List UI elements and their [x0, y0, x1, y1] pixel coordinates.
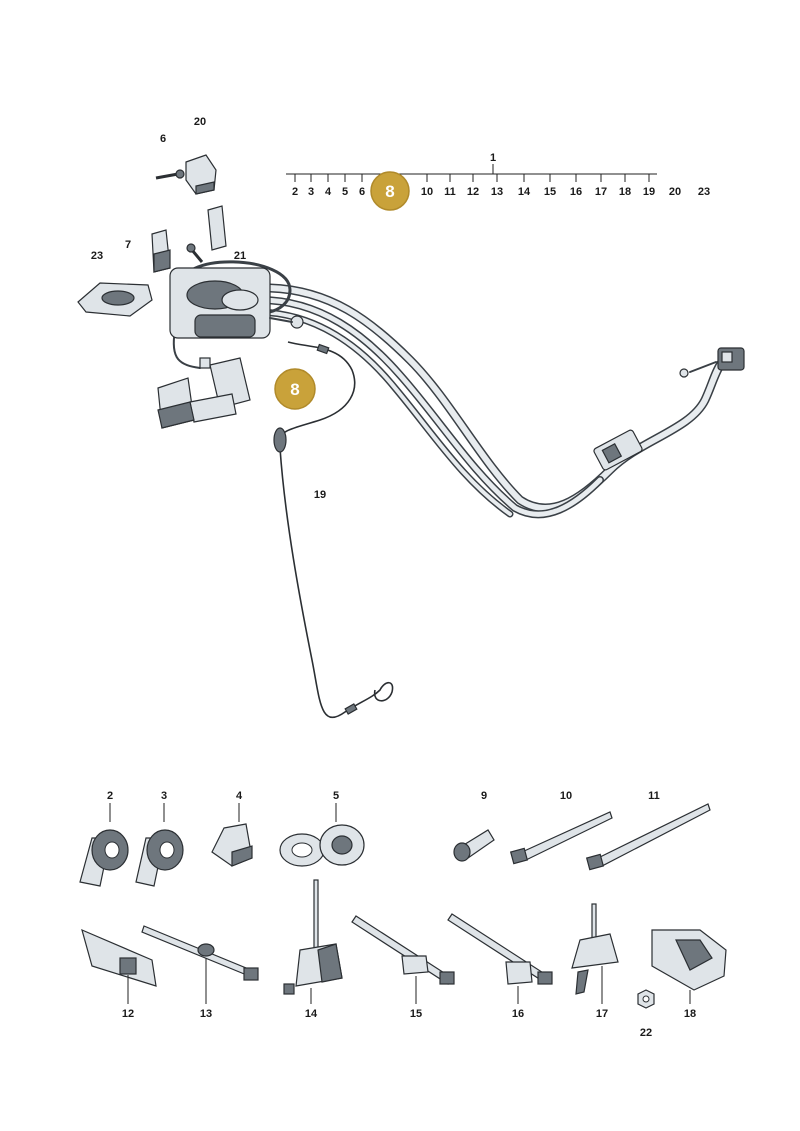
scale-number: 15 — [544, 186, 556, 198]
part-4-clip: 4 — [211, 790, 253, 867]
part-10-cable-tie: 10 — [509, 790, 613, 865]
part-2-tape: 2 — [79, 790, 129, 887]
bowden-cable-19 — [273, 341, 394, 719]
part-14-label: 14 — [305, 1008, 318, 1020]
scale-number: 11 — [444, 186, 456, 198]
scale-number: 12 — [467, 186, 479, 198]
part-11-label: 11 — [648, 790, 660, 802]
part-15-label: 15 — [410, 1008, 422, 1020]
scale-number: 4 — [325, 186, 332, 198]
part-3-label: 3 — [161, 790, 167, 802]
parts-row-1: 2 3 4 5 9 — [79, 790, 711, 887]
part-5-grommet: 5 — [279, 790, 365, 867]
lock-module — [169, 267, 304, 339]
scale-number: 13 — [491, 186, 503, 198]
part-2-label: 2 — [107, 790, 113, 802]
callout-20: 20 — [194, 116, 206, 128]
cap-20 — [185, 154, 217, 195]
part-3-tape: 3 — [135, 790, 184, 887]
scale-number: 16 — [570, 186, 582, 198]
part-4-label: 4 — [236, 790, 243, 802]
part-22-label: 22 — [640, 1027, 652, 1039]
part-13-label: 13 — [200, 1008, 212, 1020]
connector-right — [679, 347, 745, 378]
scale-badge: 8 — [370, 171, 410, 211]
part-9-screw: 9 — [453, 790, 495, 862]
scale-number: 5 — [342, 186, 348, 198]
bracket-23 — [77, 282, 153, 317]
part-15-tie: 15 — [351, 915, 455, 1020]
scale-number: 23 — [698, 186, 710, 198]
part-17-holder: 17 — [571, 903, 619, 1020]
callout-21: 21 — [234, 250, 246, 262]
scale-number: 10 — [421, 186, 433, 198]
screw-6 — [155, 169, 185, 180]
parts-row-2: 12 13 14 15 — [81, 879, 727, 1039]
part-9-label: 9 — [481, 790, 487, 802]
main-harness-drawing: 8 6 20 7 23 21 19 — [77, 116, 745, 719]
scale-number: 20 — [669, 186, 681, 198]
diagram-badge: 8 — [274, 368, 316, 410]
connector-mid — [593, 429, 643, 471]
scale-number: 3 — [308, 186, 314, 198]
callout-19: 19 — [314, 489, 326, 501]
part-12-holder: 12 — [81, 928, 157, 1020]
scale-main-label: 1 — [490, 152, 496, 164]
part-18-bracket: 18 — [651, 929, 727, 1020]
part-16-label: 16 — [512, 1008, 524, 1020]
diagram-badge-label: 8 — [290, 380, 299, 399]
callout-7: 7 — [125, 239, 131, 251]
part-5-label: 5 — [333, 790, 339, 802]
scale-badge-label: 8 — [385, 182, 394, 201]
part-12-label: 12 — [122, 1008, 134, 1020]
callout-6: 6 — [160, 133, 166, 145]
scale-number: 2 — [292, 186, 298, 198]
screw-21 — [186, 243, 204, 263]
part-13-tie: 13 — [141, 925, 259, 1020]
scale-number: 6 — [359, 186, 365, 198]
clips-7 — [151, 205, 227, 273]
part-22-nut: 22 — [637, 989, 655, 1039]
callout-23: 23 — [91, 250, 103, 262]
scale-number: 14 — [518, 186, 531, 198]
part-11-cable-tie: 11 — [585, 790, 711, 871]
scale-number: 18 — [619, 186, 631, 198]
scale-number: 19 — [643, 186, 655, 198]
part-10-label: 10 — [560, 790, 572, 802]
lower-bracket — [157, 357, 251, 429]
part-14-holder: 14 — [283, 879, 343, 1020]
part-16-tie: 16 — [447, 913, 553, 1020]
part-18-label: 18 — [684, 1008, 696, 1020]
part-17-label: 17 — [596, 1008, 608, 1020]
scale-number: 17 — [595, 186, 607, 198]
